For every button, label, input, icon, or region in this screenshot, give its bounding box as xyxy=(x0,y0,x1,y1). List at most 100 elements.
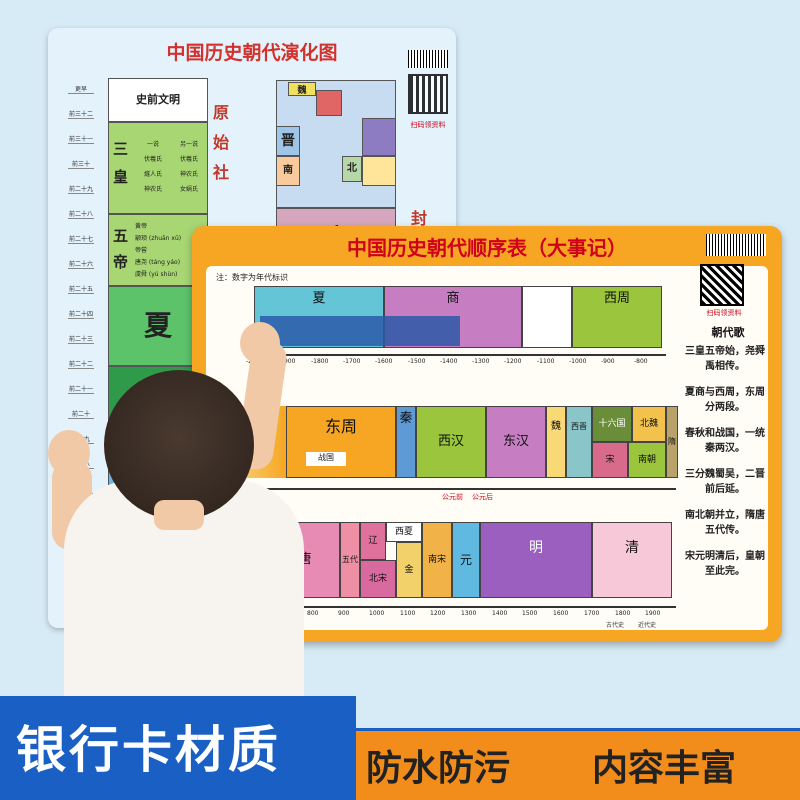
era-label: 前二十二 xyxy=(68,361,94,369)
feng-text: 封 xyxy=(410,209,427,228)
era-label: 前二十一 xyxy=(68,386,94,394)
sovereign-name: 伏羲氏 xyxy=(143,156,162,163)
era-label: 前三十一 xyxy=(68,136,94,144)
jin-segment-row3: 金 xyxy=(396,542,422,598)
emperor-name: 颛顼 (zhuān xū) xyxy=(135,235,182,242)
axis-tick: 1700 xyxy=(584,610,600,617)
banner-left: 银行卡材质 xyxy=(0,696,356,800)
axis-tick: 900 xyxy=(338,610,350,617)
liao-segment: 辽 xyxy=(360,522,386,560)
qr-code-front xyxy=(700,264,744,306)
child-neck xyxy=(154,500,204,530)
axis-tick: -900 xyxy=(601,358,615,365)
row2-axis xyxy=(246,488,676,490)
axis-tick: -800 xyxy=(634,358,648,365)
sui-segment: 隋 xyxy=(666,406,678,478)
jin-cell: 晋 xyxy=(276,126,300,156)
era-modern-label: 近代史 xyxy=(638,622,657,629)
era-label: 前二十四 xyxy=(68,311,94,319)
qin-segment: 秦 xyxy=(396,406,416,478)
three-sovereigns-block: 三皇 一说另一说伏羲氏伏羲氏燧人氏神农氏神农氏女娲氏 xyxy=(108,122,208,214)
sovereign-name: 女娲氏 xyxy=(179,186,198,193)
axis-tick: -1300 xyxy=(472,358,490,365)
row1-axis xyxy=(246,354,666,356)
five-emperors-block: 五帝 黄帝颛顼 (zhuān xū)帝喾唐尧 (táng yáo)虞舜 (yú … xyxy=(108,214,208,286)
emperor-names: 黄帝颛顼 (zhuān xū)帝喾唐尧 (táng yáo)虞舜 (yú shù… xyxy=(135,221,207,281)
emperor-name: 黄帝 xyxy=(135,223,148,230)
axis-tick: -1600 xyxy=(375,358,393,365)
axis-tick: 1300 xyxy=(461,610,477,617)
south-song-segment: 南宋 xyxy=(422,522,452,598)
wei-cell: 魏 xyxy=(288,82,316,96)
bei-cell: 北 xyxy=(342,156,362,182)
era-label: 前二十 xyxy=(68,409,94,419)
event-note-blue xyxy=(260,316,460,346)
ming-segment: 明 xyxy=(480,522,592,598)
xia-block: 夏 xyxy=(108,286,208,366)
era-label: 前三十二 xyxy=(68,111,94,119)
era-label: 前三十 xyxy=(68,159,94,169)
era-label: 更早 xyxy=(68,84,94,94)
sovereign-name: 燧人氏 xyxy=(143,171,162,178)
west-han-segment: 西汉 xyxy=(416,406,486,478)
axis-tick: -1700 xyxy=(343,358,361,365)
axis-tick: 1100 xyxy=(400,610,416,617)
song-lines: 三皇五帝始，尧舜禹相传。夏商与西周，东周分两段。春秋和战国，一统秦两汉。三分魏蜀… xyxy=(684,344,768,590)
prehistory-block: 史前文明 xyxy=(108,78,208,122)
song-segment: 宋 xyxy=(592,442,628,478)
axis-tick: 800 xyxy=(307,610,319,617)
side-text: 原始社 xyxy=(212,103,229,182)
wei-segment: 魏 xyxy=(546,406,566,478)
five-emperors-label: 五帝 xyxy=(113,227,129,271)
axis-tick: -1400 xyxy=(440,358,458,365)
yuan-segment: 元 xyxy=(452,522,480,598)
row1-ticks: -2000-1900-1800-1700-1600-1500-1400-1300… xyxy=(246,358,666,368)
song-title: 朝代歌 xyxy=(711,326,745,339)
axis-tick: 1400 xyxy=(492,610,508,617)
grid-cell xyxy=(316,90,342,116)
song-line: 三皇五帝始，尧舜禹相传。 xyxy=(685,346,765,372)
east-zhou-segment: 东周 xyxy=(286,406,396,478)
axis-tick: 1600 xyxy=(553,610,569,617)
axis-tick: 1800 xyxy=(615,610,631,617)
banner-left-text: 银行卡材质 xyxy=(16,721,281,779)
song-line: 夏商与西周，东周分两段。 xyxy=(685,387,765,413)
sovereign-name: 伏羲氏 xyxy=(179,156,198,163)
song-line: 春秋和战国，一统秦两汉。 xyxy=(685,428,765,454)
barcode-front xyxy=(706,234,766,256)
note-text: 注：数字为年代标识 xyxy=(216,273,288,282)
bc-mark: 公元前 xyxy=(442,493,463,501)
sovereign-name: 另一说 xyxy=(179,141,198,148)
qr-code-back xyxy=(408,74,448,114)
song-line: 南北朝并立，隋唐五代传。 xyxy=(685,510,765,536)
warring-states-label: 战国 xyxy=(306,452,346,466)
row3-axis xyxy=(246,606,676,608)
event-panel xyxy=(522,286,572,348)
qing-segment: 清 xyxy=(592,522,672,598)
barcode-back xyxy=(408,50,448,68)
era-label: 前二十九 xyxy=(68,186,94,194)
era-label: 前二十八 xyxy=(68,211,94,219)
five-dynasties-segment: 五代 xyxy=(340,522,360,598)
emperor-name: 虞舜 (yú shùn) xyxy=(135,271,178,278)
axis-tick: -1100 xyxy=(537,358,555,365)
child-figure xyxy=(34,300,334,740)
scan-label-back: 扫码领资料 xyxy=(410,121,446,129)
child-raised-hand xyxy=(240,322,280,364)
west-zhou-segment: 西周 xyxy=(572,286,662,348)
axis-tick: -1500 xyxy=(408,358,426,365)
sovereign-name: 神农氏 xyxy=(179,171,198,178)
sovereign-names: 一说另一说伏羲氏伏羲氏燧人氏神农氏神农氏女娲氏 xyxy=(135,139,207,193)
emperor-name: 帝喾 xyxy=(135,247,148,254)
banner-right: 防水防污 内容丰富 xyxy=(356,728,800,800)
east-han-segment: 东汉 xyxy=(486,406,546,478)
three-sovereigns-label: 三皇 xyxy=(113,140,129,186)
era-ancient-label: 古代史 xyxy=(606,622,625,629)
song-line: 三分魏蜀吴，二晋前后延。 xyxy=(685,469,765,495)
child-head xyxy=(104,370,254,520)
axis-tick: -1000 xyxy=(569,358,587,365)
ad-mark: 公元后 xyxy=(472,493,493,501)
grid-cell xyxy=(362,156,396,186)
axis-tick: 1500 xyxy=(522,610,538,617)
jin-segment: 西晋 xyxy=(566,406,592,478)
